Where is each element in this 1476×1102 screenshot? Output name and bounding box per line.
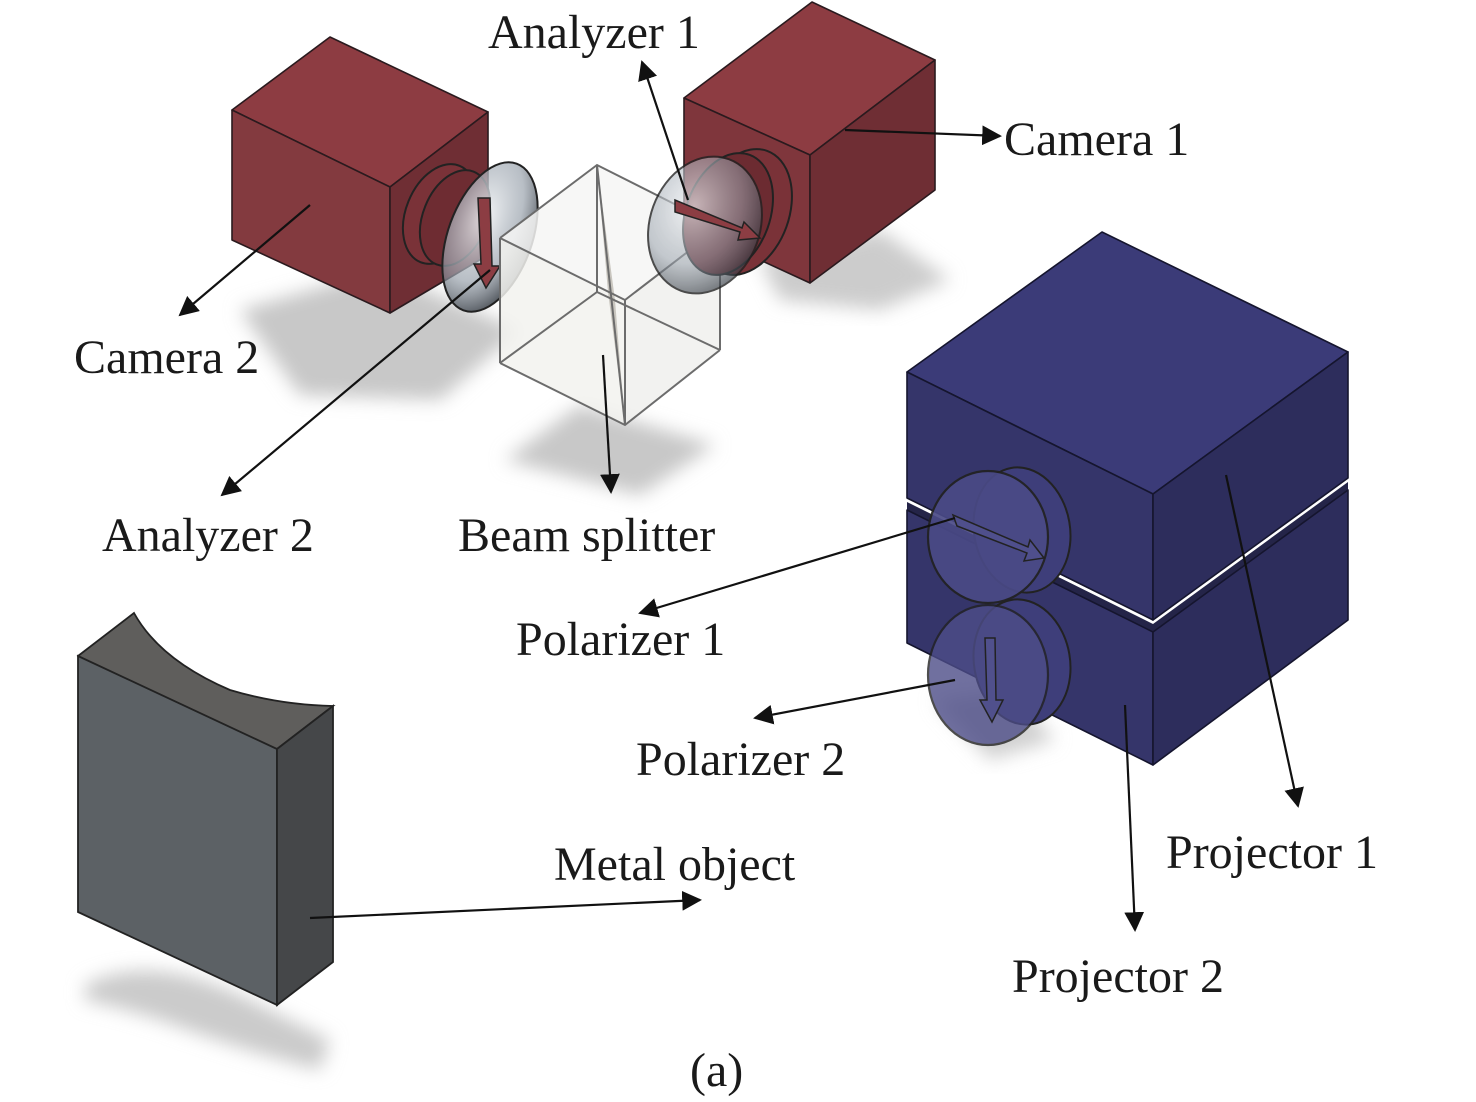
metal-object [76, 611, 336, 1007]
polarizer-1 [926, 466, 1072, 605]
polarizer-2-polarization-arrow-icon [978, 637, 1005, 724]
projector-2-side [1152, 489, 1349, 766]
polarizer-1-polarization-arrow-icon [951, 513, 1046, 562]
projector-1-side [1152, 351, 1349, 621]
leader-projector-1 [1224, 474, 1304, 808]
leader-metal-object [309, 890, 702, 920]
analyzer-2-polarization-arrow-icon [472, 197, 502, 290]
leader-polarizer-2 [753, 678, 956, 725]
leader-camera-1 [844, 125, 1002, 146]
leader-projector-2 [1123, 704, 1145, 932]
label-analyzer-2: Analyzer 2 [102, 509, 314, 562]
leader-analyzer-2 [220, 269, 491, 497]
label-analyzer-1: Analyzer 1 [488, 6, 700, 59]
labels: Analyzer 1 Camera 1 Camera 2 Analyzer 2 … [74, 6, 1378, 1097]
leader-lines [178, 60, 1304, 932]
metal-object-side [276, 704, 334, 1007]
label-polarizer-2: Polarizer 2 [636, 733, 845, 786]
analyzer-1 [647, 155, 763, 295]
label-beam-splitter: Beam splitter [458, 509, 715, 562]
label-metal-object: Metal object [554, 838, 796, 891]
figure-caption: (a) [690, 1044, 743, 1097]
label-projector-2: Projector 2 [1012, 950, 1224, 1003]
analyzer-1-polarization-arrow-icon [674, 198, 762, 241]
beam-splitter-shadow [505, 405, 715, 495]
analyzer-1-disk [647, 155, 763, 295]
polarizer-2 [926, 598, 1072, 747]
leader-camera-2 [178, 204, 311, 317]
leader-analyzer-1 [638, 60, 690, 201]
label-projector-1: Projector 1 [1166, 826, 1378, 879]
label-camera-1: Camera 1 [1004, 113, 1189, 166]
metal-object-shadow [85, 970, 330, 1070]
leader-polarizer-1 [638, 516, 956, 618]
label-polarizer-1: Polarizer 1 [516, 613, 725, 666]
leader-beam-splitter [600, 354, 620, 494]
camera-1-side [809, 59, 936, 284]
label-camera-2: Camera 2 [74, 331, 259, 384]
